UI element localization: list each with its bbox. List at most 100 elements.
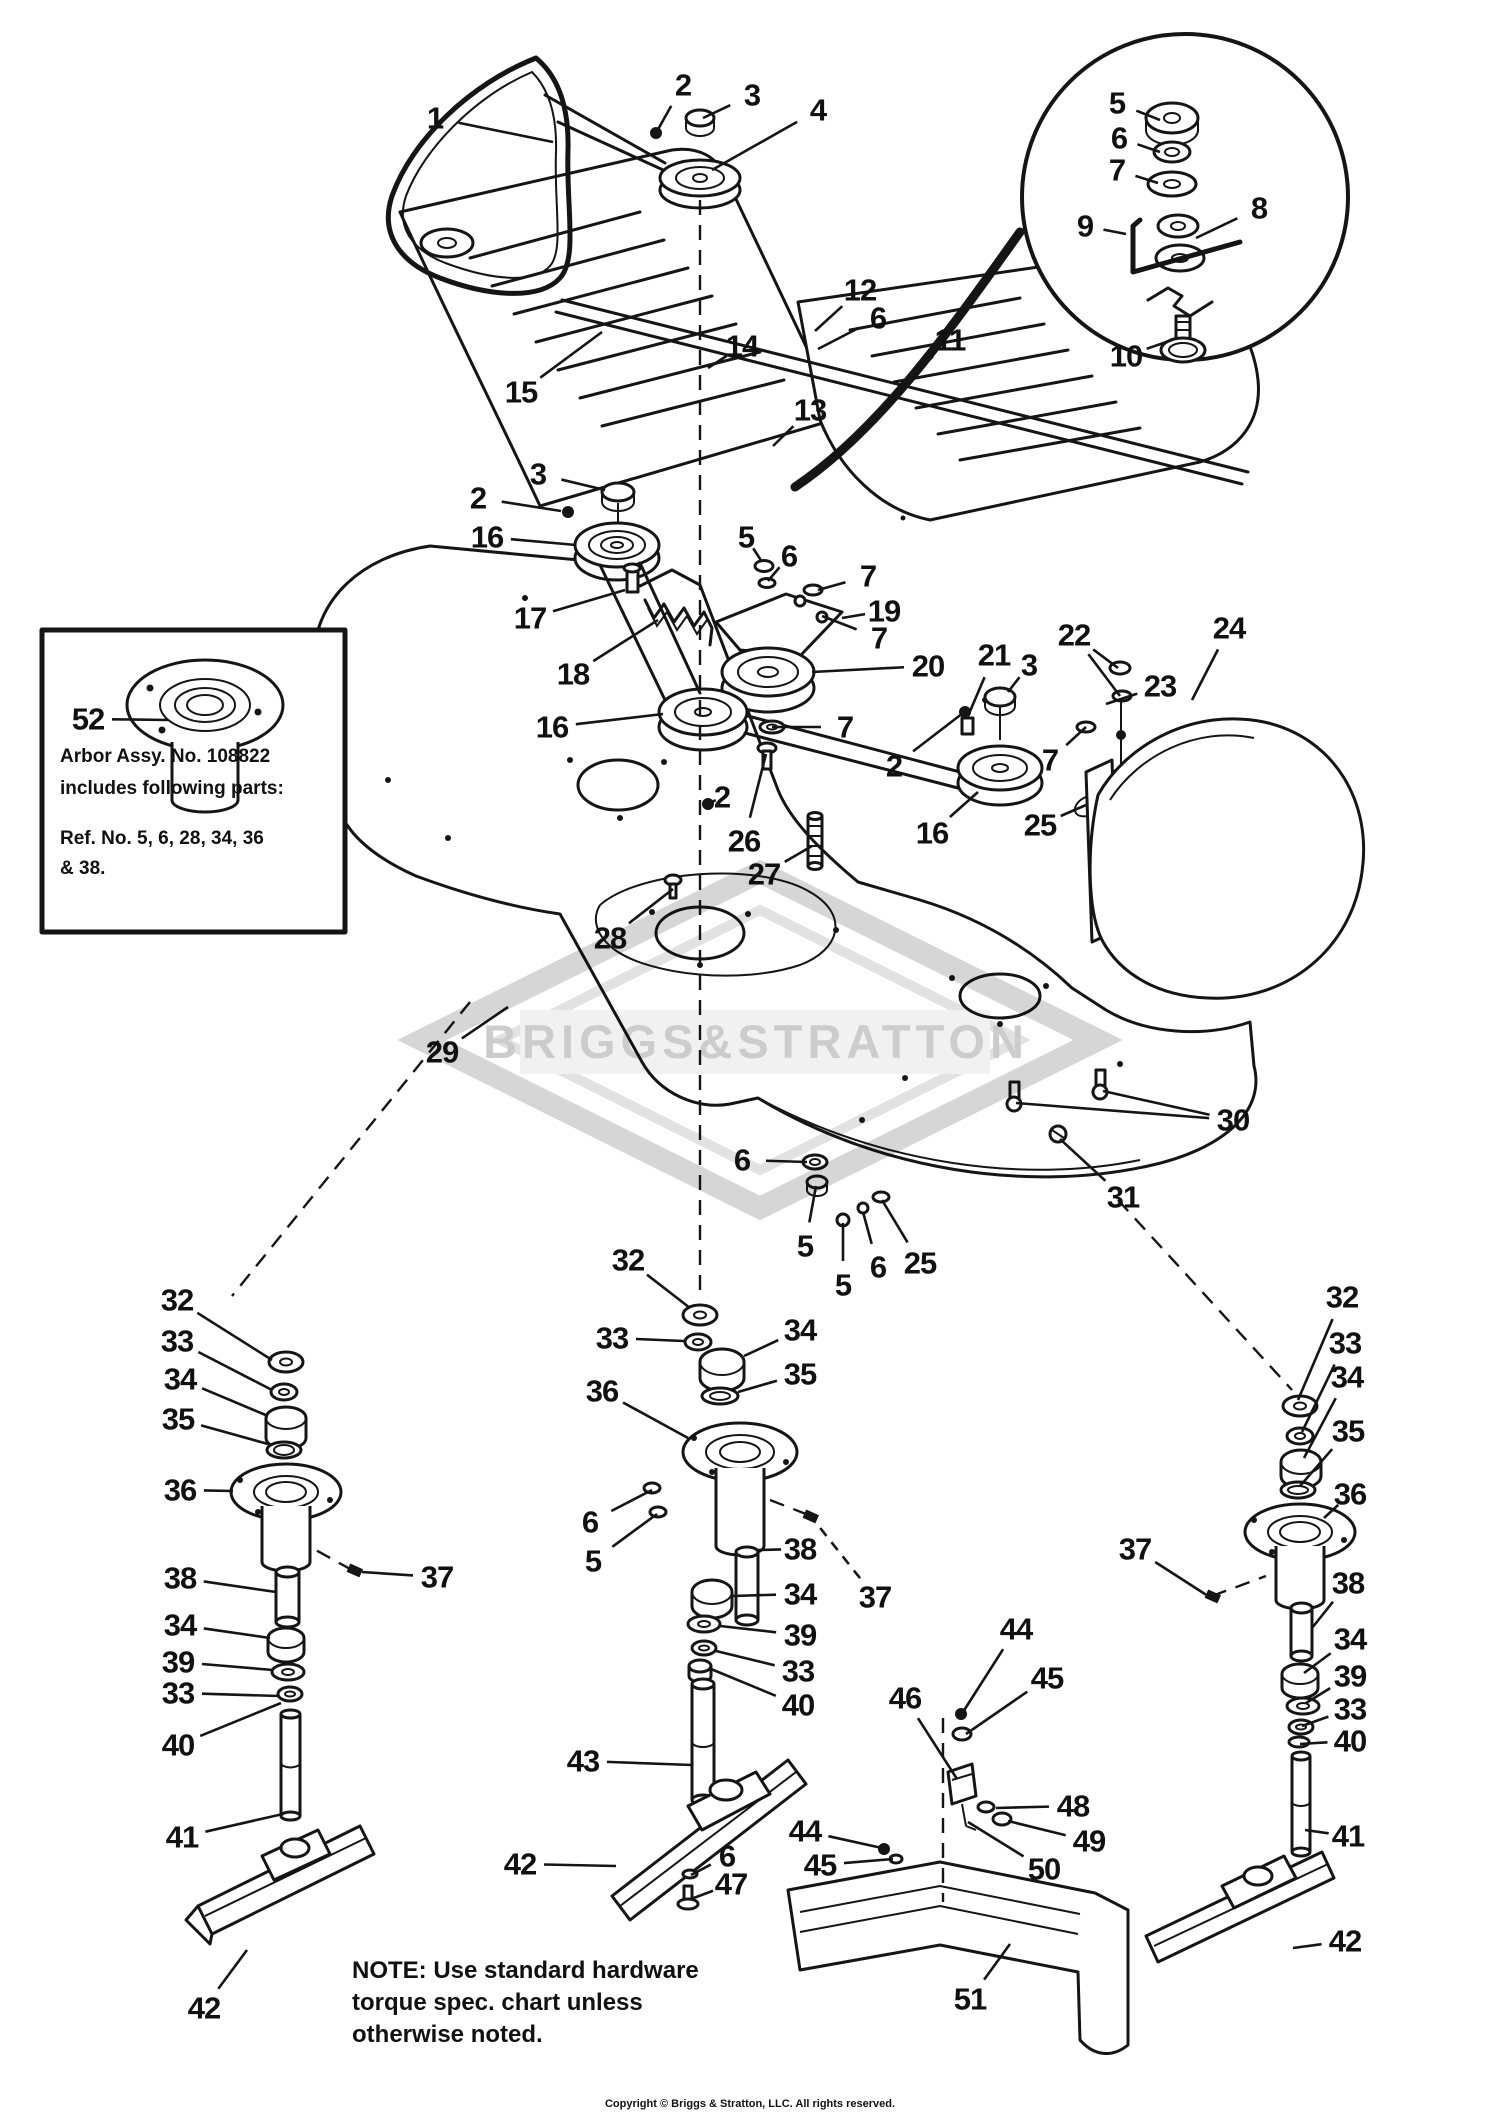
leader-line-36	[1323, 1503, 1340, 1519]
leader-line-44	[961, 1648, 1005, 1713]
part-label-44: 44	[1000, 1612, 1034, 1647]
leader-line-47	[690, 1889, 714, 1901]
note-block: NOTE: Use standard hardware torque spec.…	[352, 1957, 699, 2048]
part-label-7: 7	[860, 559, 876, 594]
watermark-text: BRIGGS&STRATTON	[483, 1015, 1029, 1068]
leader-line-24	[1190, 648, 1220, 701]
part-label-2: 2	[675, 68, 691, 103]
part-label-6: 6	[719, 1839, 736, 1874]
leader-line-6	[861, 1211, 873, 1245]
leader-line-21	[966, 676, 986, 717]
part-label-46: 46	[889, 1681, 922, 1716]
leader-line-5	[611, 1512, 658, 1548]
leader-line-39	[1305, 1687, 1331, 1705]
leader-line-18	[592, 618, 659, 663]
part-label-7: 7	[1042, 743, 1058, 778]
part-label-38: 38	[1332, 1566, 1365, 1601]
part-label-48: 48	[1057, 1789, 1090, 1824]
leader-line-28	[628, 887, 674, 925]
leader-line-2	[707, 798, 717, 806]
part-label-3: 3	[1021, 648, 1038, 683]
part-label-37: 37	[1119, 1532, 1151, 1567]
leader-line-33	[1300, 1364, 1336, 1433]
leader-line-36	[203, 1489, 234, 1493]
part-label-8: 8	[1251, 191, 1268, 226]
part-label-38: 38	[164, 1561, 197, 1596]
part-label-42: 42	[188, 1991, 220, 2026]
leader-line-37	[1154, 1560, 1209, 1598]
part-label-32: 32	[161, 1283, 193, 1318]
leader-line-7	[1065, 726, 1087, 747]
part-label-36: 36	[586, 1374, 619, 1409]
part-label-2: 2	[714, 780, 730, 815]
part-label-42: 42	[504, 1847, 536, 1882]
part-label-34: 34	[784, 1577, 818, 1612]
drive-belt	[385, 55, 1250, 486]
part-label-52: 52	[72, 702, 104, 737]
leader-line-16	[510, 537, 577, 547]
pulley-16b	[598, 561, 749, 752]
part-label-25: 25	[1024, 808, 1057, 843]
part-label-33: 33	[596, 1321, 629, 1356]
leader-line-34	[743, 1338, 779, 1358]
part-label-14: 14	[726, 329, 760, 364]
leader-line-8	[1195, 217, 1238, 240]
part-label-5: 5	[1109, 86, 1126, 121]
part-label-5: 5	[738, 520, 755, 555]
arbor-box-line-2: includes following parts:	[60, 778, 284, 799]
leader-line-7	[817, 581, 846, 592]
leader-line-11	[897, 355, 934, 391]
part-label-34: 34	[1331, 1360, 1365, 1395]
spindle-right	[1204, 1394, 1357, 1858]
part-label-25: 25	[904, 1246, 937, 1281]
leader-lines	[111, 104, 1340, 1990]
leader-line-52	[111, 718, 169, 722]
leader-line-33	[197, 1350, 273, 1392]
spring-and-stud	[622, 562, 714, 647]
leader-line-33	[715, 1649, 775, 1667]
part-label-2: 2	[886, 749, 902, 784]
note-line-2: torque spec. chart unless	[352, 1989, 643, 2016]
leader-line-20	[811, 665, 905, 674]
part-label-50: 50	[1028, 1852, 1060, 1887]
leader-line-48	[995, 1805, 1050, 1810]
part-label-10: 10	[1110, 339, 1142, 374]
part-label-1: 1	[427, 101, 444, 136]
part-label-33: 33	[162, 1676, 195, 1711]
leader-line-38	[203, 1580, 277, 1594]
leader-line-38	[1310, 1600, 1335, 1629]
leader-line-39	[719, 1624, 777, 1634]
leader-line-1	[458, 121, 554, 144]
leader-line-6	[610, 1488, 653, 1513]
arbor-inset-box: Arbor Assy. No. 108822 includes followin…	[39, 627, 348, 935]
part-label-17: 17	[514, 601, 546, 636]
leader-line-15	[539, 330, 603, 379]
leader-line-45	[965, 1690, 1028, 1736]
part-label-39: 39	[1334, 1659, 1367, 1694]
part-label-24: 24	[1213, 611, 1247, 646]
leader-line-32	[196, 1311, 273, 1362]
part-label-5: 5	[797, 1229, 814, 1264]
leader-line-40	[1299, 1741, 1328, 1746]
part-label-39: 39	[162, 1645, 195, 1680]
part-label-15: 15	[505, 375, 538, 410]
leader-line-33	[201, 1692, 280, 1698]
part-label-18: 18	[557, 657, 590, 692]
part-label-31: 31	[1107, 1180, 1140, 1215]
leader-line-16	[949, 791, 979, 819]
blade-middle	[610, 1758, 808, 1922]
part-label-49: 49	[1073, 1824, 1106, 1859]
leader-line-10	[1146, 338, 1173, 351]
leader-line-32	[1296, 1318, 1334, 1401]
leader-line-42	[1292, 1942, 1322, 1950]
leader-line-36	[622, 1401, 689, 1440]
part-label-22: 22	[1058, 618, 1090, 653]
leader-line-35	[737, 1379, 778, 1394]
leader-line-41	[205, 1812, 284, 1833]
part-label-44: 44	[789, 1814, 823, 1849]
part-label-33: 33	[782, 1654, 815, 1689]
leader-line-40	[199, 1701, 282, 1738]
leader-line-9	[1103, 228, 1127, 236]
